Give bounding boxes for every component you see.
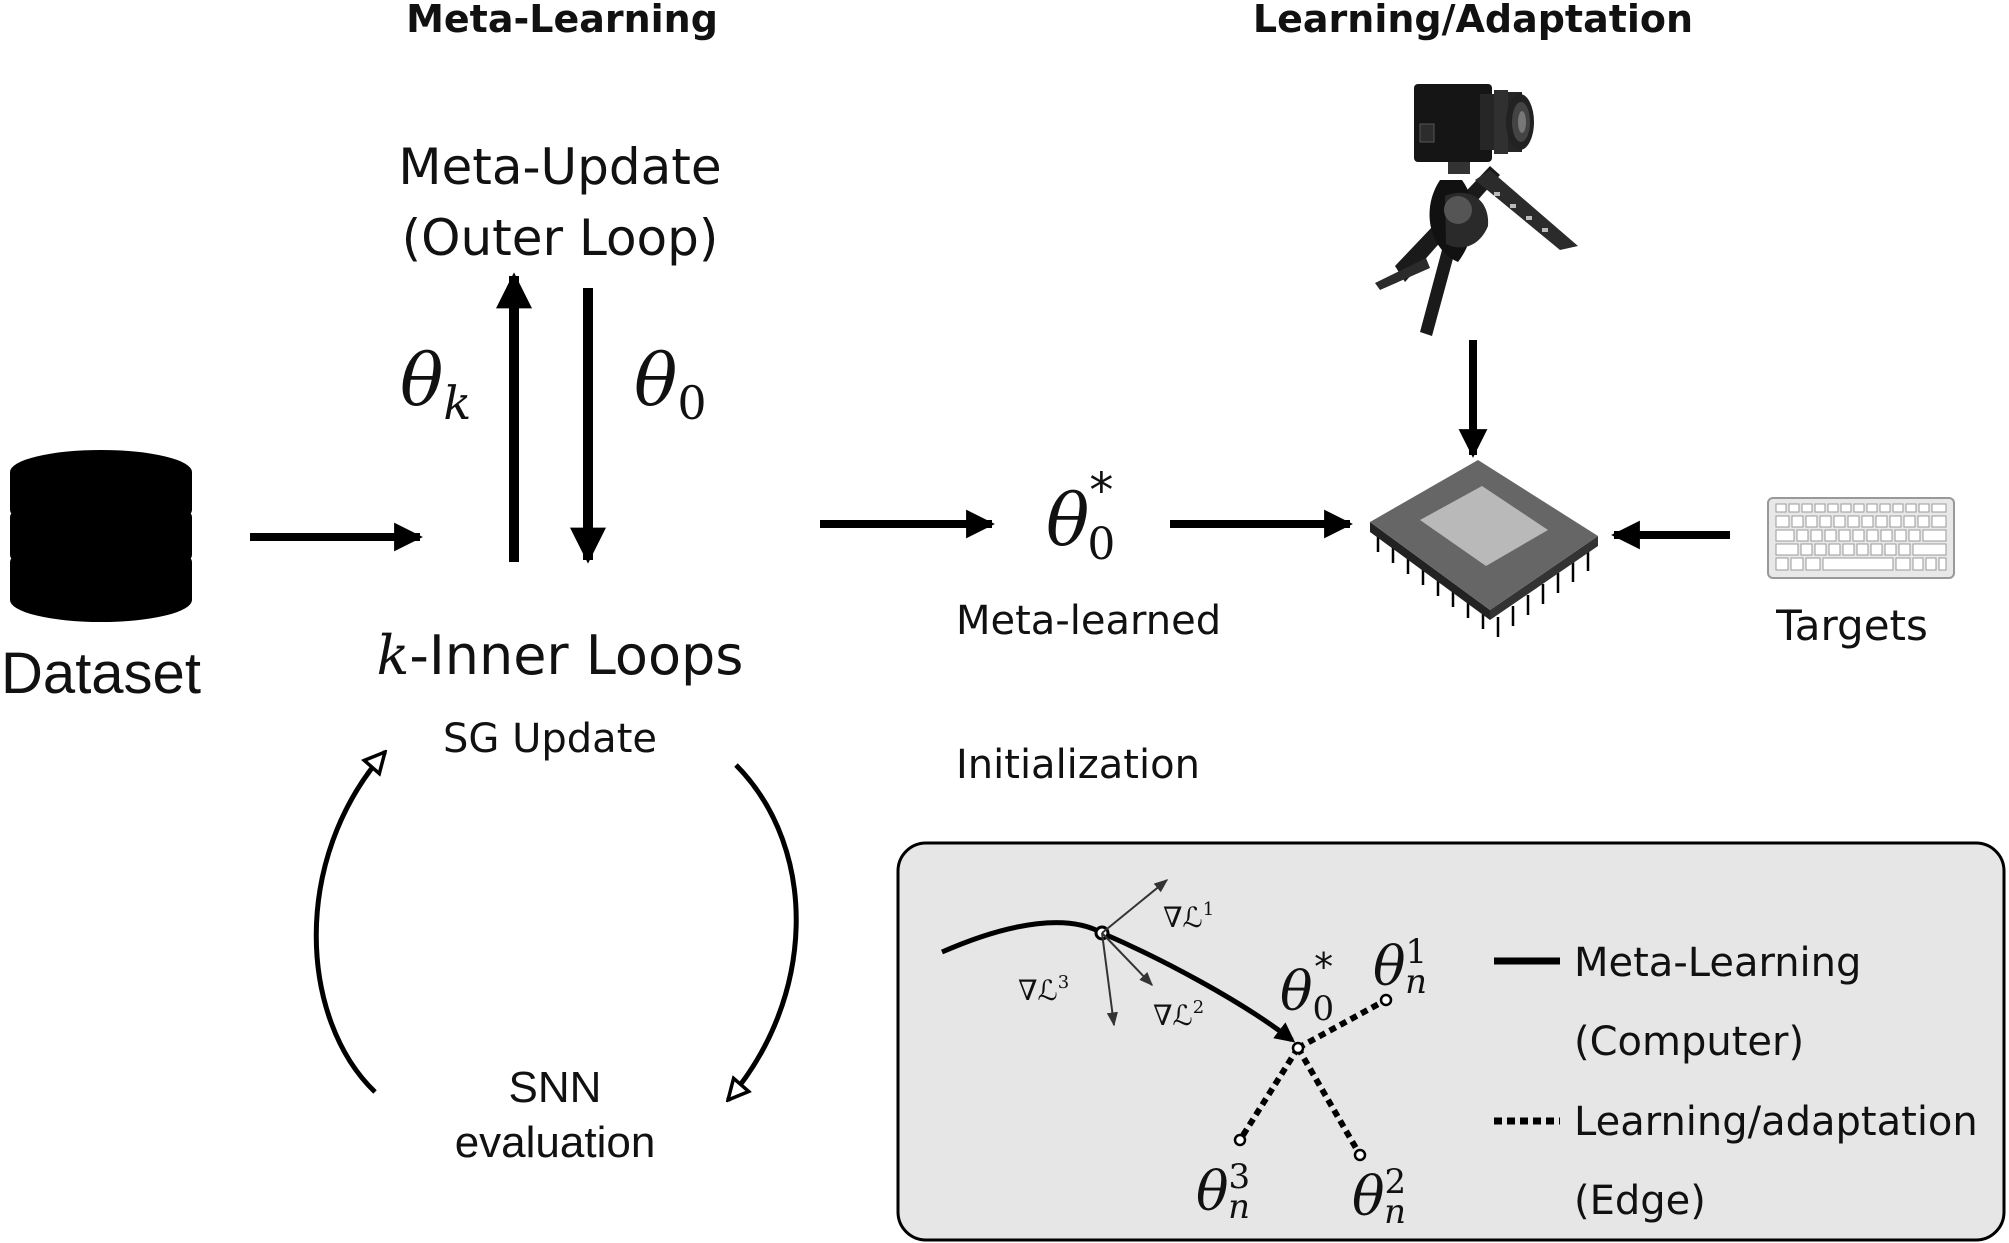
- evaluation-label: evaluation: [455, 1118, 656, 1167]
- camera-icon: [1375, 84, 1578, 336]
- adaptation-path-2: [1295, 1046, 1363, 1157]
- theta-star-label: θ0*: [1046, 463, 1115, 570]
- sg-update-label: SG Update: [443, 716, 657, 762]
- header-meta-learning: Meta-Learning: [406, 0, 718, 41]
- adaptation-path-1: [1296, 997, 1388, 1051]
- targets-label: Targets: [1775, 601, 1928, 650]
- grad-3-arrow: [1101, 932, 1118, 1027]
- panel-theta-star-label: θ0*: [1280, 945, 1334, 1029]
- theta-0-label: θ0: [634, 338, 707, 430]
- legend-meta-learning-label: Meta-Learning: [1574, 940, 1861, 986]
- chip-icon: [1370, 460, 1598, 637]
- legend-computer-label: (Computer): [1574, 1019, 1804, 1065]
- grad-2-arrow: [1101, 932, 1153, 987]
- grad-1-label: ∇ℒ1: [1163, 899, 1214, 934]
- initialization-label: Initialization: [956, 742, 1200, 788]
- dataset-label: Dataset: [1, 641, 201, 706]
- grad-1-arrow: [1101, 879, 1169, 934]
- theta-n3-point: [1233, 1133, 1247, 1147]
- header-learning-adaptation: Learning/Adaptation: [1253, 0, 1693, 41]
- theta-n1-point: [1379, 993, 1393, 1007]
- branch-point: [1291, 1041, 1305, 1055]
- keyboard-icon: [1767, 497, 1955, 579]
- database-icon: [10, 450, 192, 622]
- cycle-arc-right: [728, 763, 799, 1100]
- meta-learned-label: Meta-learned: [956, 598, 1221, 644]
- inner-loops-label: k-Inner Loops: [377, 624, 744, 687]
- legend-edge-label: (Edge): [1574, 1178, 1706, 1224]
- legend-learning-adaptation-label: Learning/adaptation: [1574, 1099, 1978, 1145]
- theta-k-label: θk: [400, 338, 471, 430]
- adaptation-path-3: [1237, 1046, 1301, 1142]
- theta-n2-point: [1353, 1148, 1367, 1162]
- grad-3-label: ∇ℒ3: [1018, 972, 1069, 1007]
- cycle-arc-left: [313, 752, 385, 1094]
- meta-update-label: Meta-Update: [398, 138, 721, 196]
- snn-label: SNN: [509, 1063, 602, 1112]
- outer-loop-label: (Outer Loop): [402, 209, 719, 267]
- grad-2-label: ∇ℒ2: [1153, 997, 1204, 1032]
- illustration-panel: [896, 841, 2006, 1242]
